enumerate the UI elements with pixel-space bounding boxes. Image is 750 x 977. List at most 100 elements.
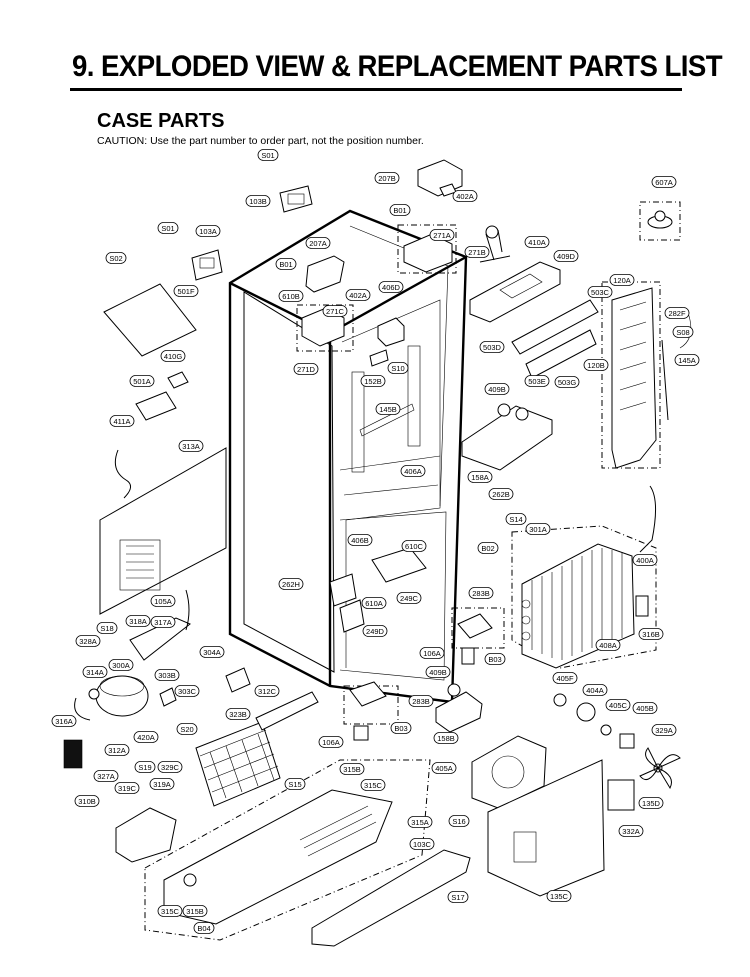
callout-152b-30: 152B — [360, 375, 386, 387]
callout-315b-85: 315B — [339, 763, 365, 775]
callout-label: 301A — [529, 525, 547, 534]
callout-label: 310B — [78, 797, 96, 806]
callout-label: 409D — [557, 252, 576, 261]
callout-label: 304A — [203, 648, 221, 657]
callout-label: 207A — [309, 239, 327, 248]
callout-106a-80: 106A — [318, 736, 344, 748]
callout-label: 610C — [405, 542, 424, 551]
callout-label: B02 — [481, 544, 494, 553]
callout-329a-77: 329A — [651, 724, 677, 736]
callout-120a-16: 120A — [609, 274, 635, 286]
callout-label: S08 — [676, 328, 689, 337]
callout-label: S01 — [161, 224, 174, 233]
condenser — [195, 667, 319, 807]
callout-501f-17: 501F — [173, 285, 199, 297]
top-parts — [103, 159, 673, 471]
callout-label: 103B — [249, 197, 267, 206]
callout-145b-35: 145B — [375, 403, 401, 415]
callout-319a-87: 319A — [149, 778, 175, 790]
callout-262b-40: 262B — [488, 488, 514, 500]
callout-label: 607A — [655, 178, 673, 187]
callout-label: 316B — [642, 630, 660, 639]
callout-317a-53: 317A — [150, 616, 176, 628]
callout-label: 262H — [282, 580, 300, 589]
callout-503e-31: 503E — [524, 375, 550, 387]
callout-103a-7: 103A — [195, 225, 221, 237]
callout-label: 501A — [133, 377, 151, 386]
callout-303c-67: 303C — [174, 685, 200, 697]
callout-283b-70: 283B — [408, 695, 434, 707]
callout-label: 135D — [642, 799, 661, 808]
callout-300a-62: 300A — [108, 659, 134, 671]
callout-s18-54: S18 — [96, 622, 118, 634]
callout-s14-41: S14 — [505, 513, 527, 525]
callout-label: 420A — [137, 733, 155, 742]
callout-label: 503G — [558, 378, 577, 387]
callout-label: 327A — [97, 772, 115, 781]
callout-label: 317A — [154, 618, 172, 627]
callout-610a-51: 610A — [361, 597, 387, 609]
callout-label: 312A — [108, 746, 126, 755]
callout-label: 503D — [483, 343, 502, 352]
callout-label: S02 — [109, 254, 122, 263]
callout-328a-57: 328A — [75, 635, 101, 647]
callout-label: S16 — [452, 817, 465, 826]
callout-label: 314A — [86, 668, 104, 677]
callout-label: 503C — [591, 288, 610, 297]
callout-402a-2: 402A — [452, 190, 478, 202]
callout-312a-81: 312A — [104, 744, 130, 756]
callout-158a-39: 158A — [467, 471, 493, 483]
callout-610c-44: 610C — [401, 540, 427, 552]
callout-label: 105A — [154, 597, 172, 606]
callout-410g-25: 410G — [160, 350, 186, 362]
callout-271d-29: 271D — [293, 363, 319, 375]
callout-315a-94: 315A — [407, 816, 433, 828]
callout-label: 283B — [472, 589, 490, 598]
callout-310b-91: 310B — [74, 795, 100, 807]
callout-label: 158A — [471, 473, 489, 482]
callout-404a-69: 404A — [582, 684, 608, 696]
callout-label: 406B — [351, 536, 369, 545]
callout-label: S19 — [138, 763, 151, 772]
callout-label: 405A — [435, 764, 453, 773]
callout-label: 158B — [437, 734, 455, 743]
callout-135d-92: 135D — [638, 797, 664, 809]
callout-label: 318A — [129, 617, 147, 626]
callout-406b-43: 406B — [347, 534, 373, 546]
callout-label: 315C — [364, 781, 383, 790]
callout-label: 300A — [112, 661, 130, 670]
callout-label: S20 — [180, 725, 193, 734]
callout-label: S14 — [509, 515, 522, 524]
callout-label: 405B — [636, 704, 654, 713]
callout-329c-83: 329C — [157, 761, 183, 773]
callout-label: 120A — [613, 276, 631, 285]
callout-b04-101: B04 — [193, 922, 215, 934]
callout-label: 103A — [199, 227, 217, 236]
callout-label: 120B — [587, 361, 605, 370]
callout-label: 271A — [433, 231, 451, 240]
callout-label: 323B — [229, 710, 247, 719]
callout-label: 408A — [599, 641, 617, 650]
callout-label: 402A — [349, 291, 367, 300]
lower-cabinet-parts — [329, 547, 493, 741]
callout-503d-24: 503D — [479, 341, 505, 353]
callout-label: 411A — [114, 417, 131, 426]
callout-315c-89: 315C — [360, 779, 386, 791]
callout-411a-36: 411A — [109, 415, 135, 427]
callout-label: 271B — [468, 248, 486, 257]
callout-282f-22: 282F — [664, 307, 690, 319]
callout-103c-96: 103C — [409, 838, 435, 850]
callout-s19-82: S19 — [134, 761, 156, 773]
page-title: 9. EXPLODED VIEW & REPLACEMENT PARTS LIS… — [72, 50, 723, 83]
callout-label: 332A — [622, 827, 640, 836]
callout-label: 400A — [636, 556, 654, 565]
callout-label: 329C — [161, 763, 180, 772]
callout-s01-0: S01 — [257, 149, 279, 161]
callout-label: S15 — [288, 780, 301, 789]
callout-label: 410G — [164, 352, 183, 361]
callout-319c-90: 319C — [114, 782, 140, 794]
title-rule — [70, 88, 682, 91]
rear-panel — [99, 447, 227, 615]
callout-label: 283B — [412, 697, 430, 706]
